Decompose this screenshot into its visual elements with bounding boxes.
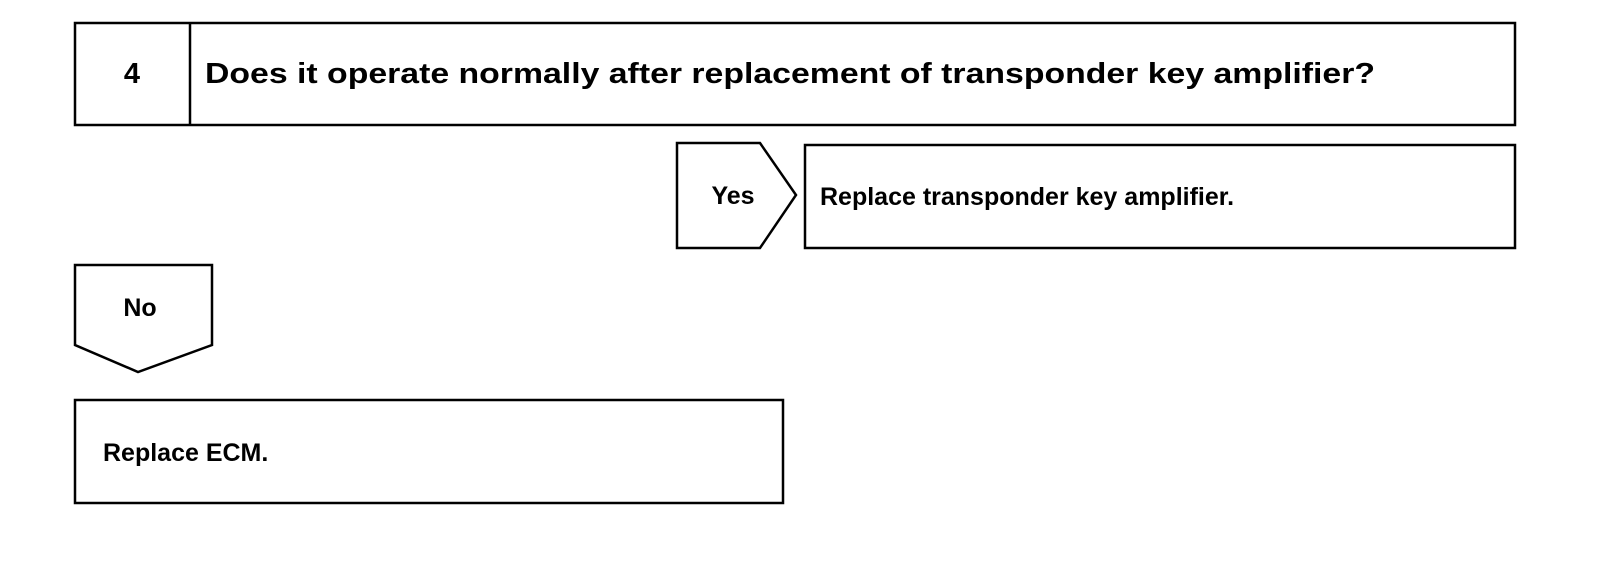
no-result-box: Replace ECM.	[73, 398, 785, 505]
step-question: Does it operate normally after replaceme…	[205, 58, 1375, 90]
no-result-text: Replace ECM.	[103, 439, 268, 467]
no-result-frame	[73, 398, 785, 505]
step-box-frame	[73, 21, 1517, 127]
yes-arrow-shape	[675, 141, 798, 250]
no-arrow-tag: No	[73, 263, 214, 374]
no-label: No	[123, 294, 156, 322]
yes-result-text: Replace transponder key amplifier.	[820, 183, 1234, 211]
yes-label: Yes	[711, 182, 754, 210]
step-number: 4	[124, 58, 140, 90]
yes-result-box: Replace transponder key amplifier.	[803, 143, 1517, 250]
step-box: 4 Does it operate normally after replace…	[73, 21, 1517, 127]
yes-result-frame	[803, 143, 1517, 250]
yes-arrow-tag: Yes	[675, 141, 798, 250]
no-arrow-shape	[73, 263, 214, 374]
